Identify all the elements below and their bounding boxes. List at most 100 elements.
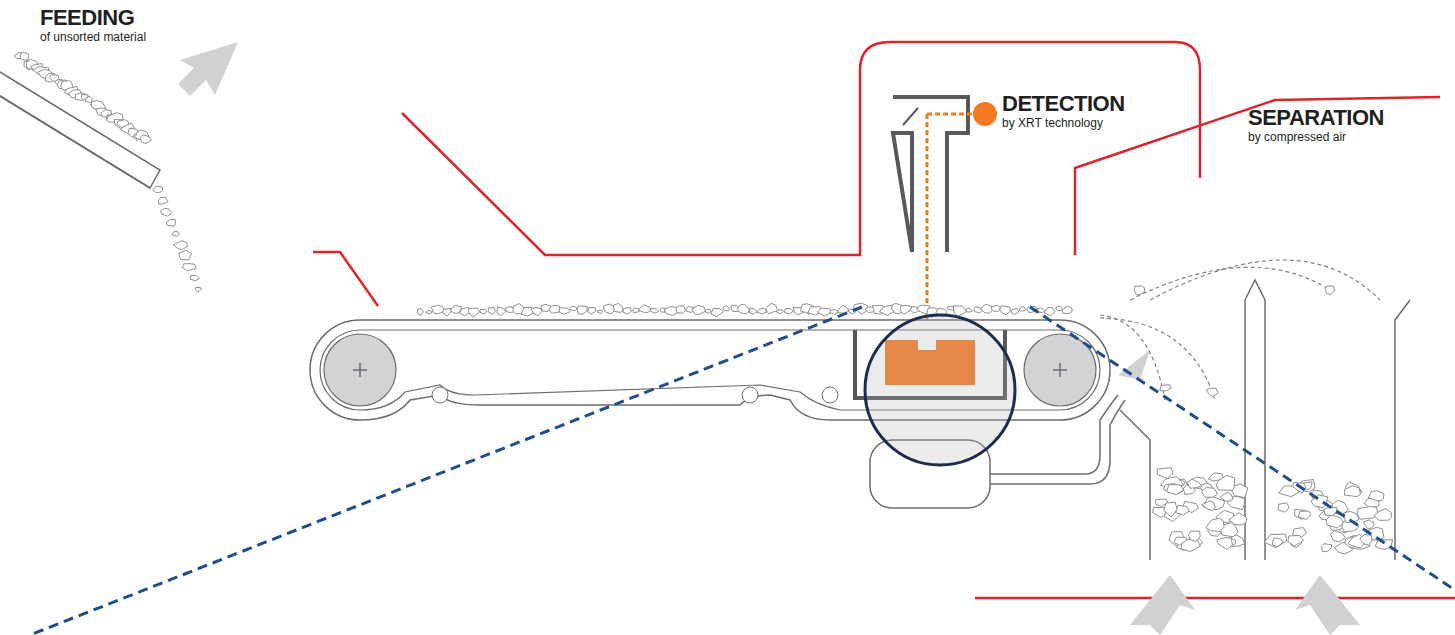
xray-source [973, 102, 997, 126]
rock [1217, 538, 1233, 550]
rock [711, 308, 723, 316]
rock [469, 308, 480, 317]
rock [830, 310, 839, 315]
rock [723, 306, 730, 311]
rock [196, 287, 202, 292]
rock [531, 307, 542, 315]
mirror [903, 108, 918, 125]
rock [1160, 385, 1172, 391]
rock [1206, 388, 1218, 396]
rock [426, 311, 433, 314]
rock [974, 307, 982, 314]
section-heading: DETECTION [1002, 92, 1125, 116]
rock [692, 305, 706, 314]
section-subtitle: of unsorted material [40, 31, 146, 44]
rock [559, 308, 570, 315]
rock [765, 303, 777, 313]
rock [623, 307, 632, 314]
zoom-line [30, 307, 862, 635]
rock [1279, 486, 1300, 497]
rock [1325, 286, 1334, 294]
rock [1278, 503, 1289, 512]
rock [776, 310, 783, 314]
rock [570, 306, 577, 310]
sorted-material [1153, 468, 1393, 554]
rock [1264, 534, 1286, 547]
rock [166, 220, 175, 227]
rock [588, 307, 596, 314]
rock [1369, 491, 1384, 501]
rock [1216, 475, 1235, 490]
rock [1288, 535, 1304, 546]
rock [613, 304, 623, 313]
rock [161, 208, 172, 216]
rock [1019, 306, 1026, 311]
rock [1011, 309, 1019, 315]
rock [1326, 515, 1344, 528]
rock [737, 304, 749, 314]
rock [650, 308, 658, 313]
rock [1298, 511, 1311, 519]
rock [158, 197, 168, 204]
rock [1157, 468, 1173, 479]
trajectory-lines [1100, 260, 1380, 400]
rock [900, 305, 912, 314]
rock [1188, 531, 1200, 541]
collection-bins [1120, 280, 1410, 560]
rock [1181, 539, 1200, 551]
feed-chute [0, 72, 160, 188]
rock [1187, 479, 1202, 488]
rock [597, 310, 602, 313]
rock [153, 186, 163, 193]
rock [417, 309, 423, 316]
rock [182, 264, 196, 271]
rock [497, 307, 505, 316]
rock [1322, 544, 1332, 552]
rock [1229, 513, 1247, 525]
air-jet [1118, 350, 1150, 380]
section-heading: SEPARATION [1248, 106, 1384, 130]
rock [1272, 538, 1283, 547]
rock [85, 96, 92, 102]
rock [442, 308, 451, 316]
rock [638, 305, 650, 313]
rock [480, 309, 487, 314]
rock [1344, 486, 1360, 497]
output-arrow [1295, 575, 1360, 635]
xray-beam [927, 113, 972, 116]
rock [1202, 501, 1216, 511]
feed-arrow [178, 42, 238, 96]
section-heading: FEEDING [40, 6, 134, 30]
rock [1056, 306, 1062, 310]
rock [191, 275, 200, 280]
rock [991, 305, 1000, 311]
rock [1000, 306, 1011, 315]
rock [1357, 507, 1378, 520]
rock [1176, 505, 1189, 515]
magnifier-circle [865, 315, 1015, 465]
unsorted-material [14, 52, 1335, 396]
rock [140, 135, 151, 144]
rock [173, 241, 187, 250]
rock [1166, 485, 1183, 495]
rock [179, 250, 192, 260]
rock [1201, 487, 1217, 497]
rock [577, 306, 587, 314]
rock [488, 308, 495, 315]
rock [1134, 286, 1144, 295]
rock [966, 308, 972, 312]
rock [784, 308, 793, 314]
rock [1364, 520, 1374, 529]
rock [1206, 518, 1224, 531]
rock [676, 306, 686, 313]
rock [749, 308, 757, 314]
xrt-source-housing [893, 97, 968, 252]
rock [1374, 509, 1391, 521]
rock [1360, 535, 1372, 546]
output-arrow [1130, 575, 1195, 635]
rock [838, 305, 849, 313]
rock [1164, 502, 1177, 517]
